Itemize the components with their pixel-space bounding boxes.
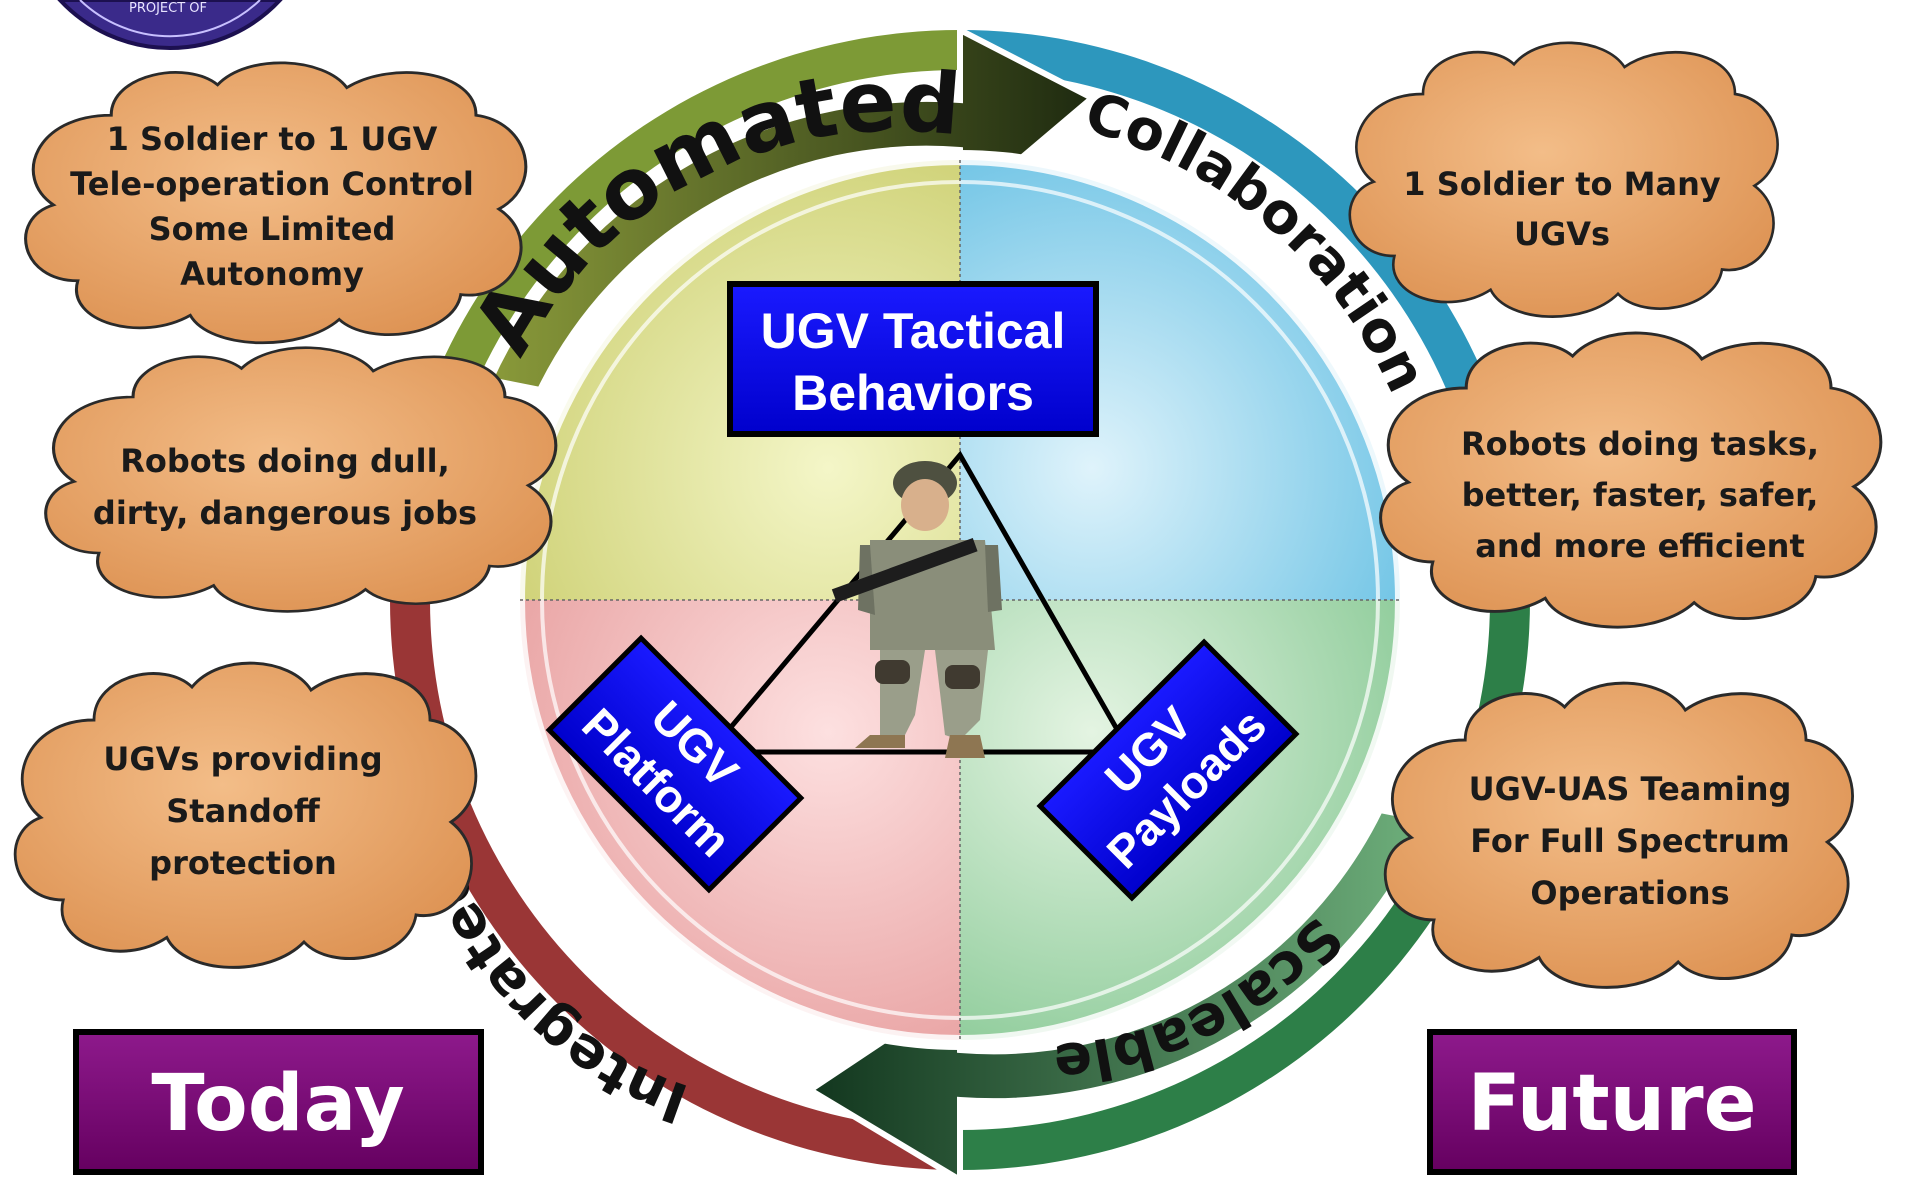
tactical-line1: UGV Tactical	[761, 303, 1066, 359]
ring-top-left	[390, 30, 960, 600]
cloud-right-1-text: 1 Soldier to Many UGVs	[1403, 165, 1721, 253]
cloud-left-3-text: UGVs providing Standoff protection	[103, 740, 382, 882]
top-arrow	[485, 25, 1098, 394]
seal-logo: PROJECT OF	[57, 0, 283, 50]
cloud-right-2-line3: and more efficient	[1475, 527, 1804, 565]
cloud-left-3-line1: UGVs providing	[103, 740, 382, 778]
cloud-right-2-text: Robots doing tasks, better, faster, safe…	[1461, 425, 1819, 565]
cloud-left-2-text: Robots doing dull, dirty, dangerous jobs	[93, 442, 477, 532]
cloud-right-2-line2: better, faster, safer,	[1462, 476, 1819, 514]
era-future-label: Future	[1467, 1059, 1756, 1149]
quadrant-top-right	[960, 160, 1400, 600]
era-today-label: Today	[151, 1059, 404, 1149]
cloud-left-1-line2: Tele-operation Control	[70, 165, 474, 203]
cloud-right-1-line2: UGVs	[1514, 215, 1610, 253]
ring-bottom-left	[390, 600, 960, 1170]
cloud-left-1-line1: 1 Soldier to 1 UGV	[107, 120, 438, 158]
cloud-right-3-line2: For Full Spectrum	[1470, 822, 1789, 860]
cloud-left-1-line4: Autonomy	[180, 255, 364, 293]
ring-top-right	[960, 30, 1530, 600]
cloud-left-2-line1: Robots doing dull,	[120, 442, 449, 480]
cloud-right-3-line1: UGV-UAS Teaming	[1469, 770, 1792, 808]
logo-text: PROJECT OF	[129, 1, 207, 16]
cloud-left-1-text: 1 Soldier to 1 UGV Tele-operation Contro…	[70, 120, 474, 293]
soldier-icon	[831, 461, 1002, 758]
cloud-left-1-line3: Some Limited	[149, 210, 396, 248]
bottom-arrow	[804, 806, 1435, 1186]
cloud-left-2-line2: dirty, dangerous jobs	[93, 494, 477, 532]
era-future: Future	[1427, 1029, 1797, 1175]
cloud-right-1-line1: 1 Soldier to Many	[1403, 165, 1721, 203]
cloud-right-3-line3: Operations	[1530, 874, 1729, 912]
center-triangle	[704, 450, 1135, 755]
tactical-line2: Behaviors	[792, 365, 1034, 421]
cloud-right-3-text: UGV-UAS Teaming For Full Spectrum Operat…	[1469, 770, 1792, 912]
cloud-left-3-line3: protection	[149, 844, 337, 882]
cloud-right-2-line1: Robots doing tasks,	[1461, 425, 1819, 463]
box-tactical-behaviors: UGV Tactical Behaviors	[727, 281, 1099, 437]
cloud-left-3-line2: Standoff	[166, 792, 321, 830]
era-today: Today	[73, 1029, 484, 1175]
